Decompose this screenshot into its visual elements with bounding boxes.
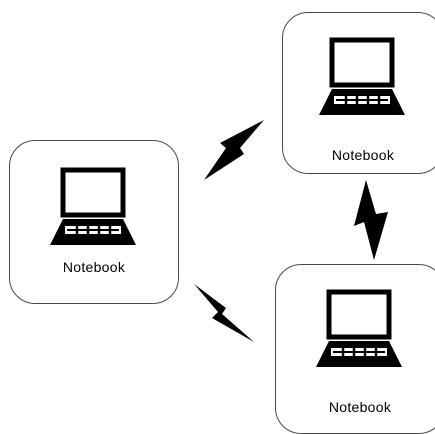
notebook-node-bottom: Notebook [275, 264, 435, 434]
laptop-icon [317, 37, 409, 119]
notebook-node-left: Notebook [9, 140, 179, 304]
lightning-bolt-icon [354, 180, 388, 260]
laptop-icon [48, 167, 140, 249]
lightning-bolt-icon [204, 120, 264, 180]
notebook-node-top: Notebook [282, 12, 435, 174]
network-diagram: Notebook Notebook Notebook [9, 12, 435, 434]
node-label: Notebook [62, 259, 126, 275]
node-label: Notebook [331, 147, 395, 163]
lightning-bolt-icon [194, 284, 254, 342]
node-label: Notebook [328, 399, 392, 415]
laptop-icon [314, 289, 406, 371]
